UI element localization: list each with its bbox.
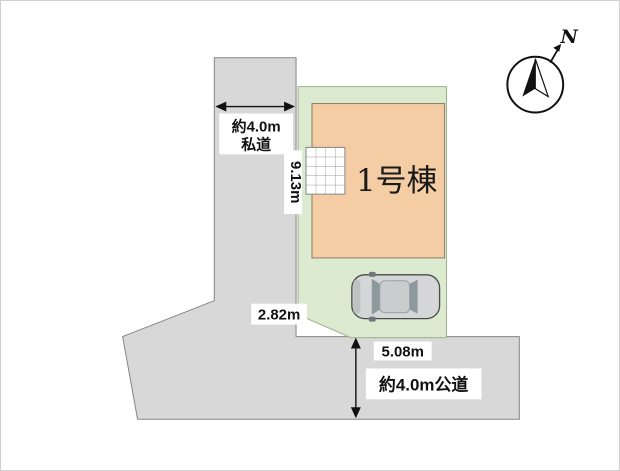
dim-public-road-label: 約4.0m公道 <box>379 374 468 394</box>
car-bumper <box>353 279 361 314</box>
dim-public-road-arrow-top <box>350 337 361 349</box>
car-windshield <box>371 278 380 315</box>
dim-lot-diagonal-label: 2.82m <box>258 307 300 324</box>
grid-hatch-lines <box>305 146 346 195</box>
car-mirror-bottom <box>368 316 376 322</box>
compass: N <box>506 26 579 114</box>
car-illustration <box>351 271 441 322</box>
dim-lot-diagonal-labelbox <box>251 303 308 325</box>
dim-lot-diagonal: 2.82m <box>251 303 308 325</box>
car-rear-window <box>409 279 418 314</box>
north-label: N <box>560 26 579 48</box>
dim-public-road: 約4.0m公道 <box>350 337 482 419</box>
dim-lot-bottom-label: 5.08m <box>382 343 424 360</box>
dim-lot-bottom: 5.08m <box>373 341 432 361</box>
dim-lot-left-labelbox <box>284 150 303 215</box>
dim-lot-bottom-labelbox <box>373 341 432 361</box>
car-roof <box>379 280 411 314</box>
north-arrow-head <box>553 43 562 52</box>
dim-lot-left: 9.13m <box>284 150 304 215</box>
dim-lot-left-label: 9.13m <box>287 161 304 203</box>
dim-public-road-arrow-bottom <box>350 407 361 419</box>
dim-public-road-labelbox <box>365 368 482 400</box>
car-mirror-top <box>368 271 376 277</box>
dim-private-road-width-label: 約4.0m <box>232 117 281 135</box>
dim-private-road-labelbox <box>219 113 294 155</box>
dim-private-road-arrow-right <box>284 101 296 112</box>
dim-private-road-arrow-left <box>215 101 227 112</box>
compass-needle-light <box>534 58 550 98</box>
dim-private-road-type-label: 私道 <box>240 135 271 153</box>
north-arrow-line <box>549 48 559 64</box>
building-label: 1号棟 <box>356 163 438 199</box>
dim-private-road: 約4.0m 私道 <box>215 101 296 155</box>
grid-hatch <box>305 146 346 195</box>
